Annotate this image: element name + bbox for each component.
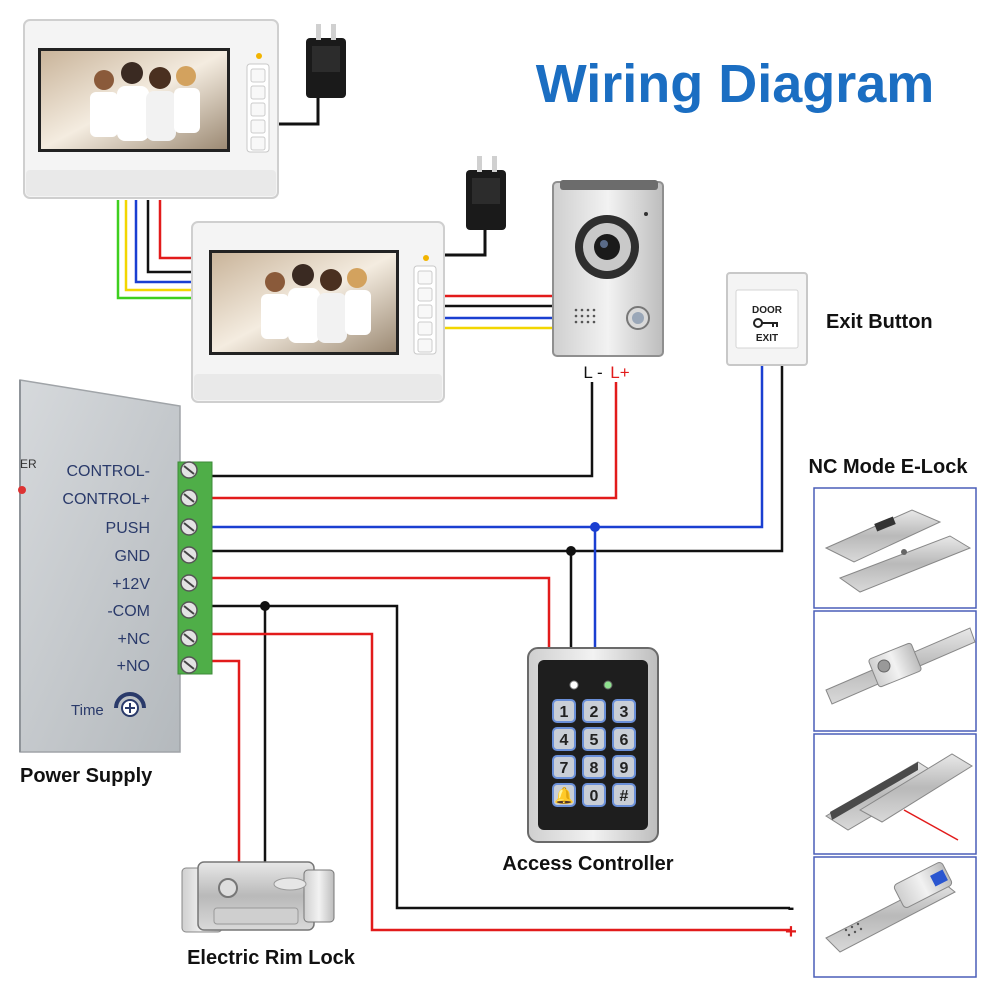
wire-black-monitor-link xyxy=(146,200,192,274)
keypad-key-11[interactable] xyxy=(612,783,636,807)
keypad-key-2[interactable] xyxy=(612,699,636,723)
junction-dot-gnd xyxy=(566,546,576,556)
wire-green-monitor-link xyxy=(116,200,192,300)
terminal-labels: CONTROL- CONTROL+ PUSH GND +12V -COM +NC +NO xyxy=(62,463,150,675)
outdoor-camera-station xyxy=(552,180,664,357)
terminal-label-3: GND xyxy=(114,548,150,565)
monitor-1-buttons xyxy=(250,68,266,151)
wire-adapter-cord-2 xyxy=(444,230,487,257)
terminal-screw-slot-1 xyxy=(183,493,195,503)
label-elock-plus: + xyxy=(785,921,797,943)
bolt-lock-image xyxy=(824,509,972,593)
terminal-screws xyxy=(180,461,198,674)
wire-nc xyxy=(207,632,790,932)
label-l-minus: L - xyxy=(583,363,602,382)
terminal-label-2: PUSH xyxy=(106,520,150,537)
wire-blue-monitor-link xyxy=(134,200,192,284)
speaker-grille xyxy=(574,308,596,324)
keypad-key-label-1: 2 xyxy=(590,704,599,721)
label-electric-rim-lock: Electric Rim Lock xyxy=(187,947,356,969)
wire-control-plus xyxy=(207,382,618,500)
wire-red-monitor-link xyxy=(158,200,192,260)
indoor-monitor-1 xyxy=(23,19,279,199)
family-photo-figures-2 xyxy=(261,264,371,343)
power-adapter-2 xyxy=(466,156,506,230)
label-elock-minus: - xyxy=(788,897,795,919)
strike-lock-image xyxy=(825,627,976,705)
terminal-screw-slot-5 xyxy=(183,605,195,615)
wire-gnd xyxy=(207,365,784,553)
keypad-key-4[interactable] xyxy=(582,727,606,751)
label-access-controller: Access Controller xyxy=(502,853,673,875)
exit-button-device: DOOR EXIT xyxy=(726,272,808,366)
terminal-label-6: +NC xyxy=(118,631,150,648)
wire-12v xyxy=(207,576,551,648)
monitor-2-buttons xyxy=(417,270,433,353)
elock-panels xyxy=(813,487,977,978)
terminal-label-5: -COM xyxy=(107,603,150,620)
terminal-label-1: CONTROL+ xyxy=(62,491,150,508)
exit-button-door-text: DOOR xyxy=(752,305,783,316)
family-photo-figures-1 xyxy=(90,62,200,141)
keypad-key-label-3: 4 xyxy=(560,732,569,749)
keypad-key-7[interactable] xyxy=(582,755,606,779)
keypad-keys: 1 2 3 4 5 6 7 8 9 🔔 0 # xyxy=(552,699,636,807)
label-exit-button: Exit Button xyxy=(826,311,933,333)
terminal-label-4: +12V xyxy=(112,576,150,593)
key-icon xyxy=(753,318,778,328)
cabinet-lock-image xyxy=(825,862,956,953)
label-l-plus: L+ xyxy=(610,363,629,382)
wire-yellow-monitor-link xyxy=(124,200,192,292)
keypad-key-label-8: 9 xyxy=(620,760,629,777)
keypad-key-6[interactable] xyxy=(552,755,576,779)
access-controller-keypad: 1 2 3 4 5 6 7 8 9 🔔 0 # xyxy=(527,647,659,843)
terminal-label-0: CONTROL- xyxy=(66,463,150,480)
exit-button-exit-text: EXIT xyxy=(756,333,778,344)
magnetic-lock-image xyxy=(825,753,973,841)
keypad-key-0[interactable] xyxy=(552,699,576,723)
keypad-key-label-9: 🔔 xyxy=(554,787,574,805)
wire-com xyxy=(207,604,790,910)
power-adapter-1 xyxy=(306,24,346,98)
label-time: Time xyxy=(71,702,104,719)
keypad-key-8[interactable] xyxy=(612,755,636,779)
indoor-monitor-2 xyxy=(191,221,445,403)
keypad-key-label-4: 5 xyxy=(590,732,599,749)
keypad-key-label-6: 7 xyxy=(560,760,569,777)
terminal-screw-slot-4 xyxy=(183,578,195,588)
keypad-key-label-5: 6 xyxy=(620,732,629,749)
electric-rim-lock-device xyxy=(181,861,335,933)
keypad-key-label-11: # xyxy=(620,788,629,805)
label-psu-er: ER xyxy=(20,457,37,471)
time-adjust-knob-icon xyxy=(114,692,146,717)
keypad-key-5[interactable] xyxy=(612,727,636,751)
label-power-supply: Power Supply xyxy=(20,765,153,787)
power-supply-unit: ER Time CONTROL- CONTROL+ PUSH GND +12V -COM +… xyxy=(18,379,213,753)
diagram-title: Wiring Diagram xyxy=(536,54,935,114)
wire-no xyxy=(207,659,241,880)
label-nc-mode-elock: NC Mode E-Lock xyxy=(809,456,969,478)
wire-adapter-cord-1 xyxy=(278,98,320,126)
keypad-key-label-10: 0 xyxy=(590,788,599,805)
keypad-key-1[interactable] xyxy=(582,699,606,723)
wire-push xyxy=(207,365,764,529)
keypad-key-10[interactable] xyxy=(582,783,606,807)
terminal-screw-slot-3 xyxy=(183,550,195,560)
wires xyxy=(116,98,790,932)
wire-control-minus xyxy=(207,382,594,478)
keypad-key-label-0: 1 xyxy=(560,704,569,721)
junction-dot-push xyxy=(590,522,600,532)
keypad-key-9[interactable] xyxy=(552,783,576,807)
keypad-key-label-2: 3 xyxy=(620,704,629,721)
keypad-key-3[interactable] xyxy=(552,727,576,751)
junction-dot-com xyxy=(260,601,270,611)
terminal-label-7: +NO xyxy=(117,658,150,675)
terminal-screw-slot-7 xyxy=(183,660,195,670)
keypad-key-label-7: 8 xyxy=(590,760,599,777)
terminal-screw-slot-6 xyxy=(183,633,195,643)
terminal-screw-slot-2 xyxy=(183,522,195,532)
terminal-screw-slot-0 xyxy=(183,465,195,475)
